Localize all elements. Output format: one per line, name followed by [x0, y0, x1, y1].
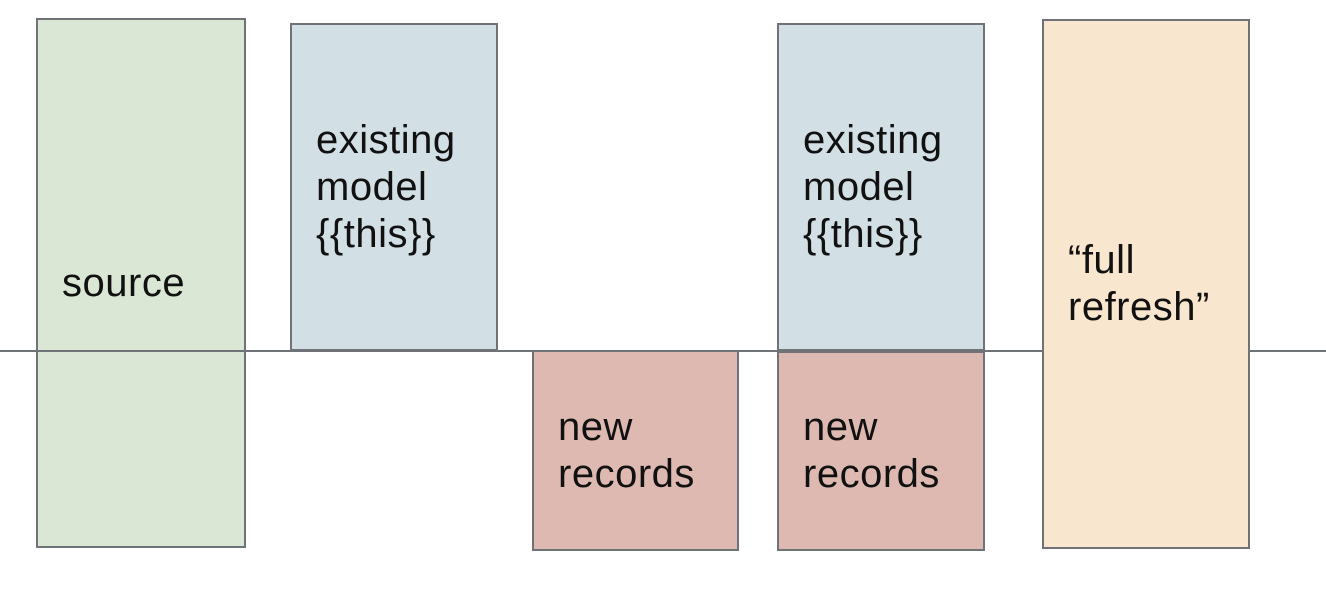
- existing-model-box-2: existing model {{this}}: [777, 23, 985, 351]
- new-records-box-1: new records: [532, 350, 739, 551]
- new-records-box-2: new records: [777, 351, 985, 551]
- new-records-box-2-label: new records: [803, 405, 940, 496]
- existing-model-box-1-label: existing model {{this}}: [316, 117, 456, 256]
- new-records-box-1-label: new records: [558, 404, 695, 496]
- full-refresh-box: “full refresh”: [1042, 19, 1250, 549]
- source-box: source: [36, 18, 246, 548]
- existing-model-box-1: existing model {{this}}: [290, 23, 498, 351]
- existing-model-box-2-label: existing model {{this}}: [803, 117, 943, 256]
- full-refresh-box-label: “full refresh”: [1068, 238, 1210, 329]
- source-box-label: source: [62, 260, 186, 305]
